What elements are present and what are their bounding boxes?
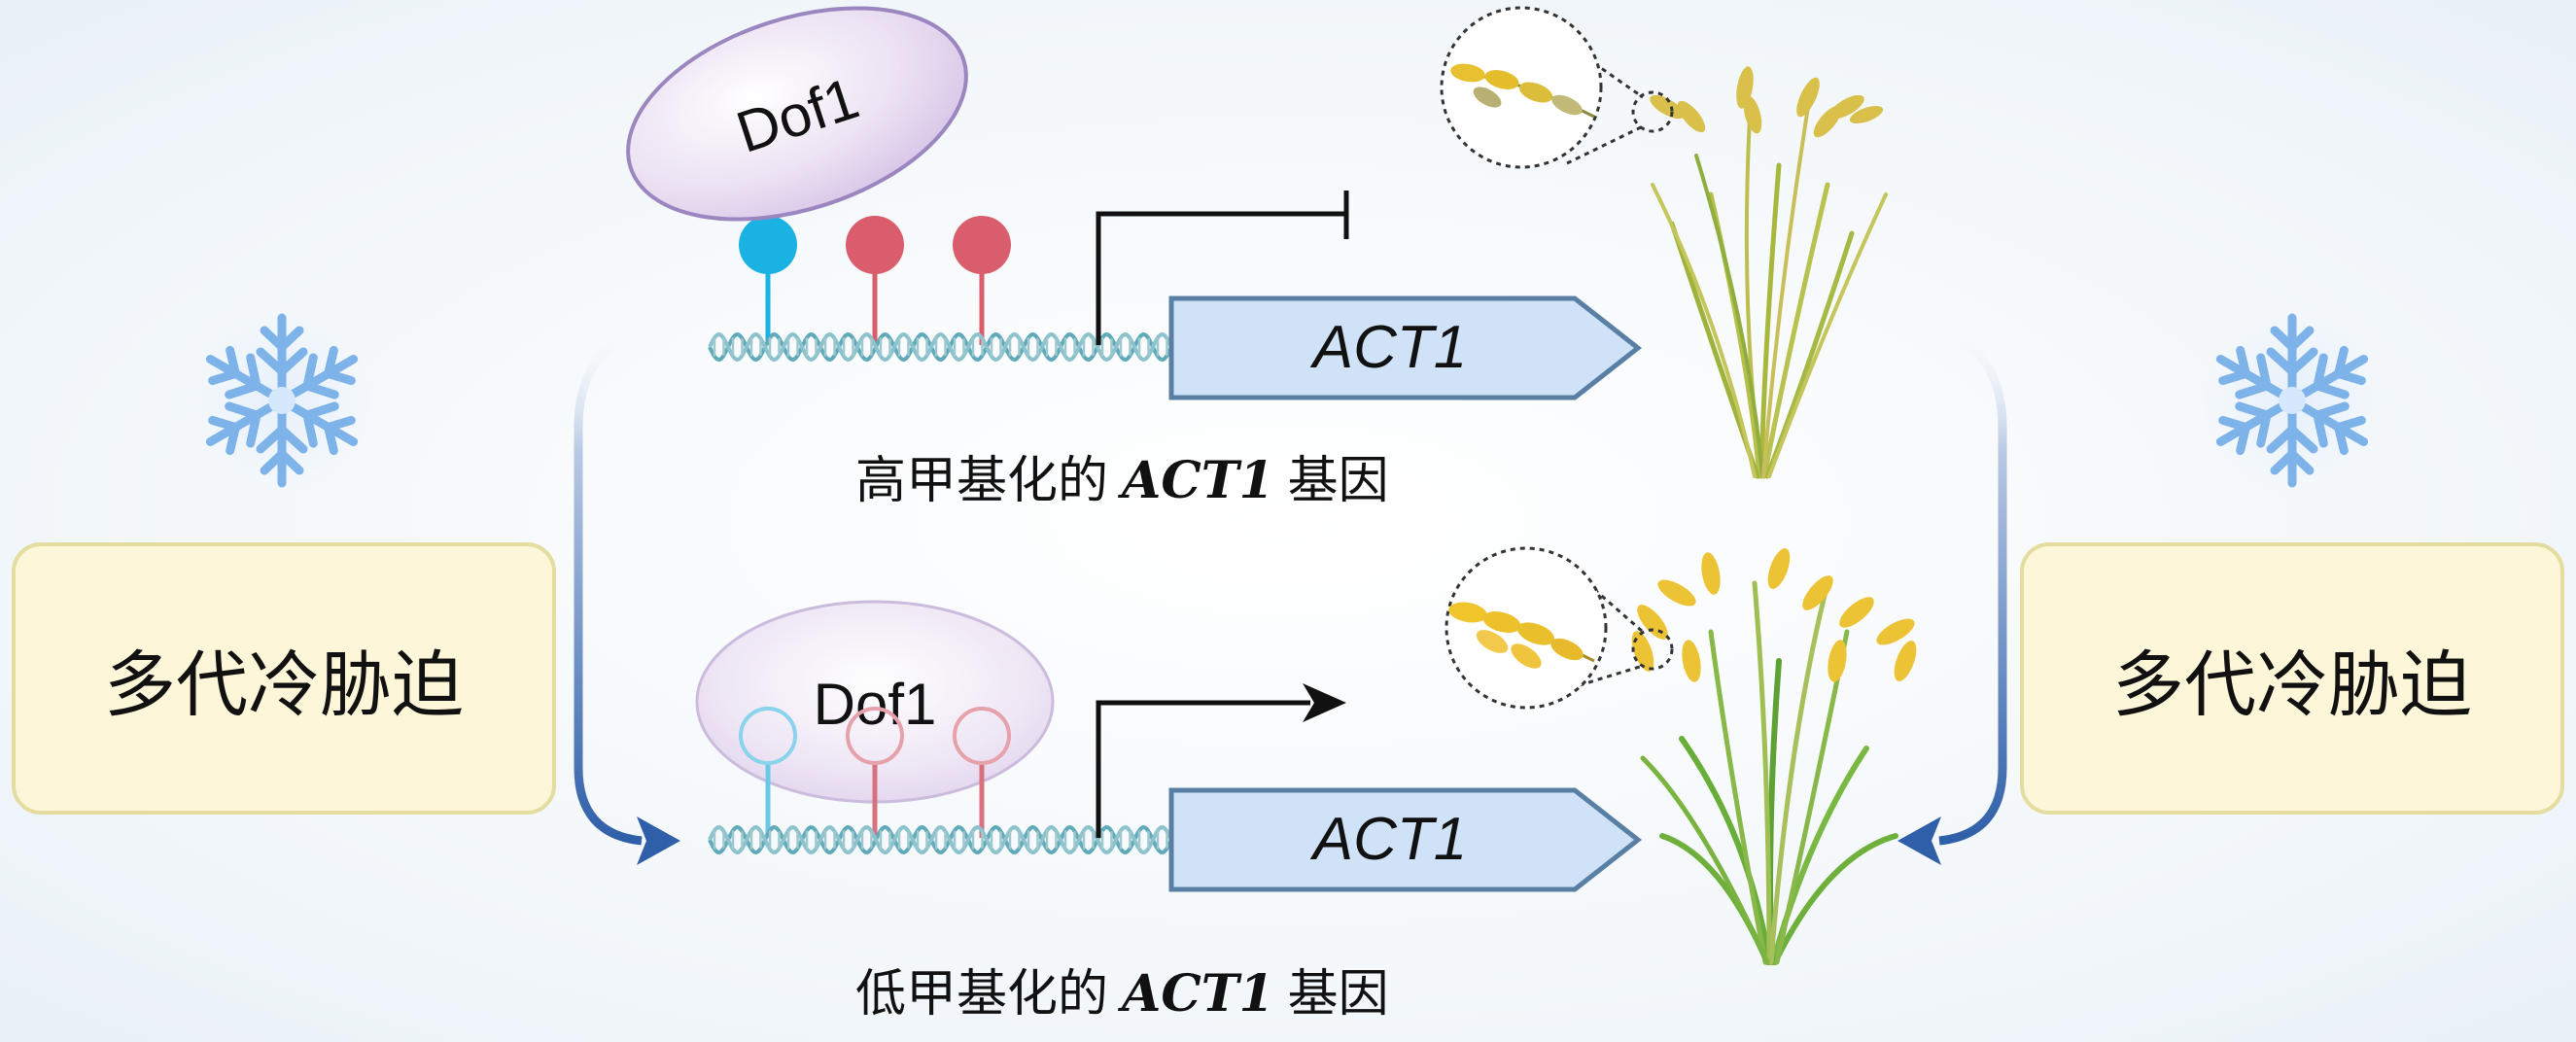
methyl-pin-icon [846,216,904,345]
gene-box-top: ACT1 [1168,295,1643,400]
repression-icon [1096,191,1349,345]
snowflake-icon-left [190,308,374,493]
arrow-icon [1096,683,1346,838]
dof1-protein-bottom: Dof1 [695,600,1055,804]
caption-top-suffix: 基因 [1287,452,1389,510]
stress-box-right: 多代冷胁迫 [2020,542,2564,815]
dna-helix-icon [708,331,1172,363]
gene-label-top: ACT1 [1309,314,1467,381]
rice-plant-icon-top [1440,6,1888,479]
methyl-pin-icon [739,707,797,838]
rice-plant-icon-bottom [1445,546,1917,965]
flow-arrow-left [574,316,681,865]
gene-box-bottom: ACT1 [1168,787,1643,892]
snowflake-icon-right [2200,308,2385,493]
stress-label-right: 多代冷胁迫 [2112,643,2472,727]
methyl-pin-icon [846,707,904,838]
dof1-protein-top: Dof1 [626,6,968,222]
methyl-pin-icon [953,216,1011,345]
caption-bottom-suffix: 基因 [1287,965,1389,1024]
dna-helix-icon [708,824,1172,855]
stress-label-left: 多代冷胁迫 [104,643,464,727]
caption-bottom-prefix: 低甲基化的 [855,965,1109,1024]
flow-arrow-right [1897,316,2007,865]
bottom-panel: Dof1 ACT1 [695,600,1643,892]
caption-top-gene: ACT1 [1122,451,1274,510]
gene-label-bottom: ACT1 [1309,806,1467,873]
stress-box-left: 多代冷胁迫 [12,542,556,815]
dof1-label-bottom: Dof1 [814,672,937,737]
methyl-pin-icon [953,707,1011,838]
top-panel: ACT1 Dof1 [626,6,1643,400]
caption-bottom-gene: ACT1 [1122,964,1274,1024]
caption-top-prefix: 高甲基化的 [855,452,1109,510]
methyl-pin-icon [739,216,797,345]
